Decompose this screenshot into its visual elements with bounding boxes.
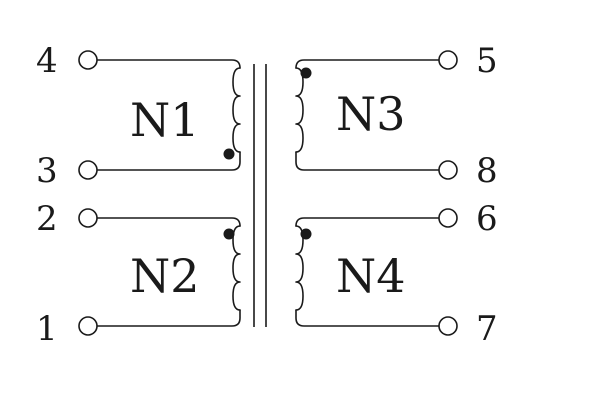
terminal-pin-2: [78, 208, 98, 228]
n4-polarity-dot: [300, 228, 312, 240]
terminal-pin-4: [78, 50, 98, 70]
n4-coil: [295, 225, 304, 311]
pin-label-6: 6: [476, 199, 498, 239]
n1-polarity-dot: [223, 148, 235, 160]
n2-lead-bottom: [96, 309, 241, 327]
pin-label-2: 2: [36, 199, 58, 239]
pin-label-5: 5: [476, 41, 498, 81]
pin-label-3: 3: [36, 151, 58, 191]
winding-label-n3: N3: [336, 87, 406, 141]
pin-label-4: 4: [36, 41, 58, 81]
terminal-pin-6: [438, 208, 458, 228]
winding-label-n2: N2: [130, 249, 200, 303]
winding-n3: 5 8 N3: [295, 41, 498, 191]
n1-coil: [232, 67, 241, 153]
pin-label-7: 7: [476, 309, 498, 349]
n2-polarity-dot: [223, 228, 235, 240]
pin-label-8: 8: [476, 151, 498, 191]
terminal-pin-3: [78, 160, 98, 180]
terminal-pin-8: [438, 160, 458, 180]
n1-lead-bottom: [96, 151, 241, 171]
pin-label-1: 1: [36, 309, 58, 349]
winding-n4: 6 7 N4: [295, 199, 498, 349]
winding-label-n1: N1: [130, 93, 200, 147]
n3-polarity-dot: [300, 67, 312, 79]
n3-coil: [295, 67, 304, 153]
n4-lead-top: [295, 217, 440, 227]
n4-lead-bottom: [295, 309, 440, 327]
terminal-pin-1: [78, 316, 98, 336]
n3-lead-top: [295, 59, 440, 69]
winding-n2: 2 1 N2: [36, 199, 241, 349]
n2-coil: [232, 225, 241, 311]
terminal-pin-7: [438, 316, 458, 336]
winding-n1: 4 3 N1: [36, 41, 241, 191]
n3-lead-bottom: [295, 151, 440, 171]
terminal-pin-5: [438, 50, 458, 70]
n1-lead-top: [96, 59, 241, 69]
n2-lead-top: [96, 217, 241, 227]
winding-label-n4: N4: [336, 249, 406, 303]
